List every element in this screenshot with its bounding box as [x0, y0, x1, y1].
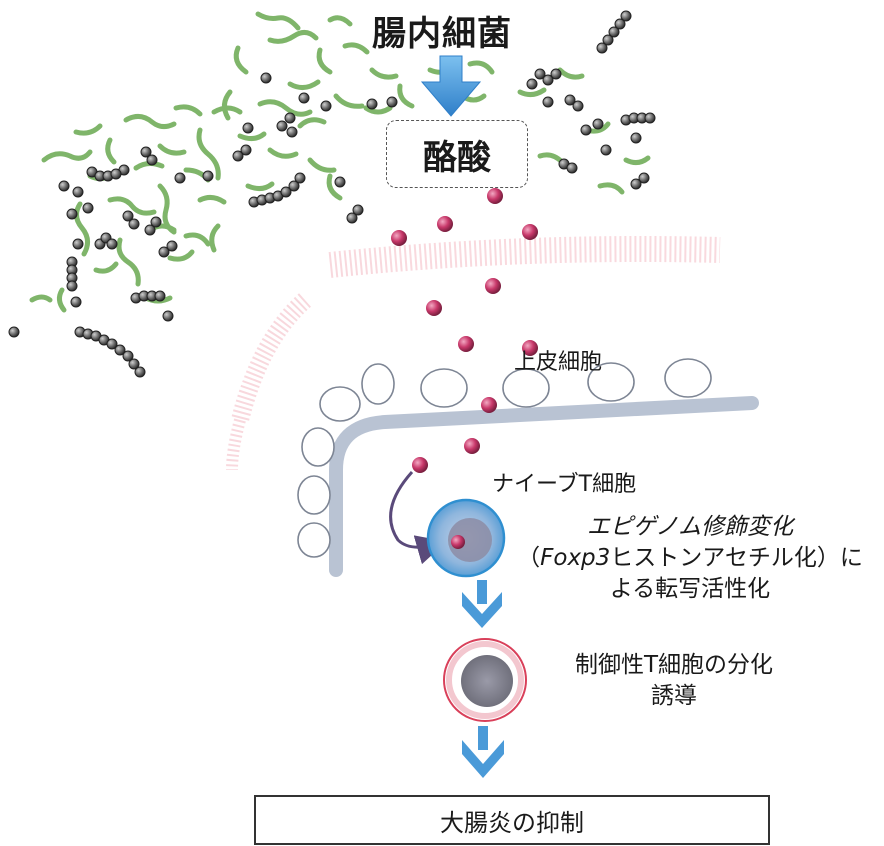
outcome-box: 大腸炎の抑制 [254, 795, 770, 845]
treg-cell [443, 638, 527, 722]
butyrate-dot [481, 397, 497, 413]
butyrate-dot [485, 278, 501, 294]
differentiation-arrow-2 [462, 726, 504, 778]
epithelial-cell [587, 362, 635, 402]
epigenome-line1: エピゲノム修飾変化 [586, 514, 794, 540]
butyrate-dot [426, 300, 442, 316]
butyrate-entry-arrow [389, 471, 447, 565]
butyrate-molecules [391, 188, 538, 473]
gut-bacteria-title: 腸内細菌 [372, 14, 512, 54]
butyrate-dot [464, 438, 480, 454]
epithelial-cell [297, 475, 331, 515]
epithelial-cell [301, 427, 335, 467]
epigenome-line2-rest: ヒストンアセチル化）に [610, 545, 863, 571]
epithelial-cell [664, 358, 712, 398]
naive-t-cell [426, 498, 506, 578]
butyrate-box: 酪酸 [386, 120, 528, 188]
rod-bacteria [29, 11, 651, 313]
epigenome-description: エピゲノム修飾変化 （Foxp3ヒストンアセチル化）に よる転写活性化 [496, 512, 884, 605]
butyrate-label: 酪酸 [423, 137, 491, 178]
epigenome-open-paren: （ [517, 545, 541, 571]
epigenome-line3: よる転写活性化 [609, 576, 771, 602]
epithelial-cell [502, 368, 550, 408]
epithelial-cell [319, 386, 361, 422]
bacteria-to-butyrate-arrow [420, 55, 482, 117]
foxp3-gene: Foxp3 [540, 545, 611, 571]
treg-line1: 制御性T細胞の分化 [574, 652, 774, 678]
treg-description: 制御性T細胞の分化 誘導 [544, 650, 804, 712]
butyrate-dot [391, 230, 407, 246]
epithelial-cell [297, 522, 331, 558]
differentiation-arrow-1 [462, 580, 502, 628]
outcome-label: 大腸炎の抑制 [440, 808, 584, 837]
butyrate-dot [412, 457, 428, 473]
butyrate-dot [522, 224, 538, 240]
butyrate-dot [458, 336, 474, 352]
butyrate-dot [522, 340, 538, 356]
epithelium-layer [226, 236, 721, 471]
cocci-bacteria [8, 10, 656, 378]
epigenome-line2: （Foxp3ヒストンアセチル化）に [496, 543, 884, 574]
treg-line2: 誘導 [651, 683, 697, 709]
basement-membrane [329, 396, 759, 577]
butyrate-dot [437, 216, 453, 232]
naive-t-cell-label: ナイーブT細胞 [492, 472, 637, 497]
butyrate-dot [487, 188, 503, 204]
epithelial-cell [361, 363, 395, 405]
epithelial-cell [420, 368, 468, 408]
epithelial-cells [297, 358, 712, 558]
epithelial-cells-label: 上皮細胞 [514, 350, 603, 375]
